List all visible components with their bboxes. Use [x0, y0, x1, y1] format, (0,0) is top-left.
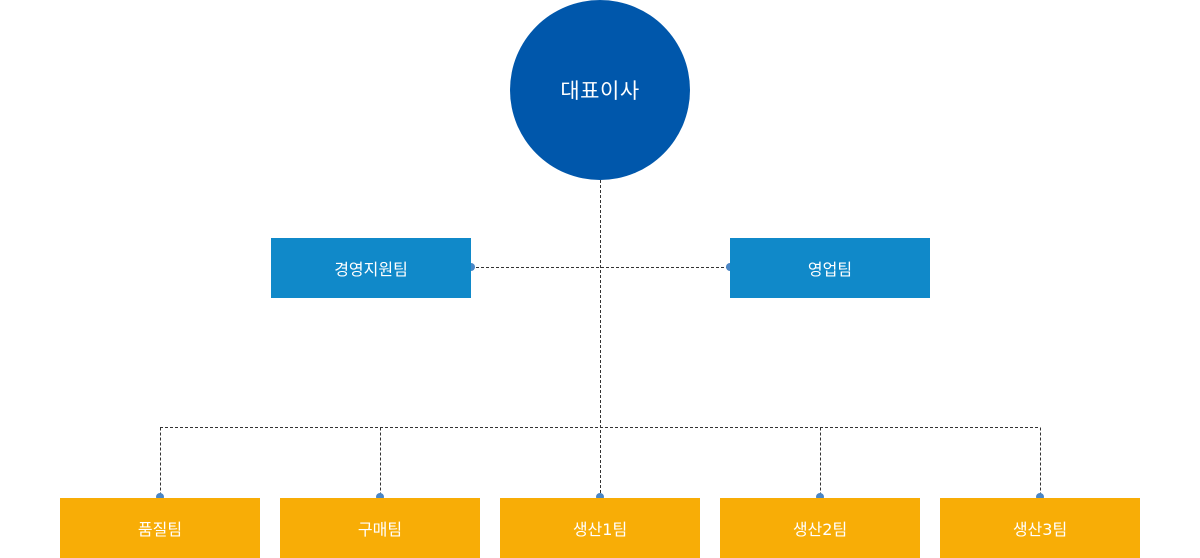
sales-team-node: 영업팀: [730, 238, 930, 298]
production-3-team-label: 생산3팀: [1012, 520, 1068, 539]
ceo-node: 대표이사: [510, 0, 690, 180]
management-support-team-node: 경영지원팀: [271, 238, 471, 298]
ceo-label: 대표이사: [560, 79, 640, 103]
purchasing-team-label: 구매팀: [357, 520, 403, 539]
production-2-team-node: 생산2팀: [720, 498, 920, 558]
production-2-team-label: 생산2팀: [792, 520, 848, 539]
management-support-team-label: 경영지원팀: [334, 260, 408, 279]
quality-team-node: 품질팀: [60, 498, 260, 558]
sales-team-label: 영업팀: [807, 260, 853, 279]
production-3-team-node: 생산3팀: [940, 498, 1140, 558]
production-1-team-label: 생산1팀: [572, 520, 628, 539]
production-1-team-node: 생산1팀: [500, 498, 700, 558]
quality-team-label: 품질팀: [137, 520, 183, 539]
purchasing-team-node: 구매팀: [280, 498, 480, 558]
